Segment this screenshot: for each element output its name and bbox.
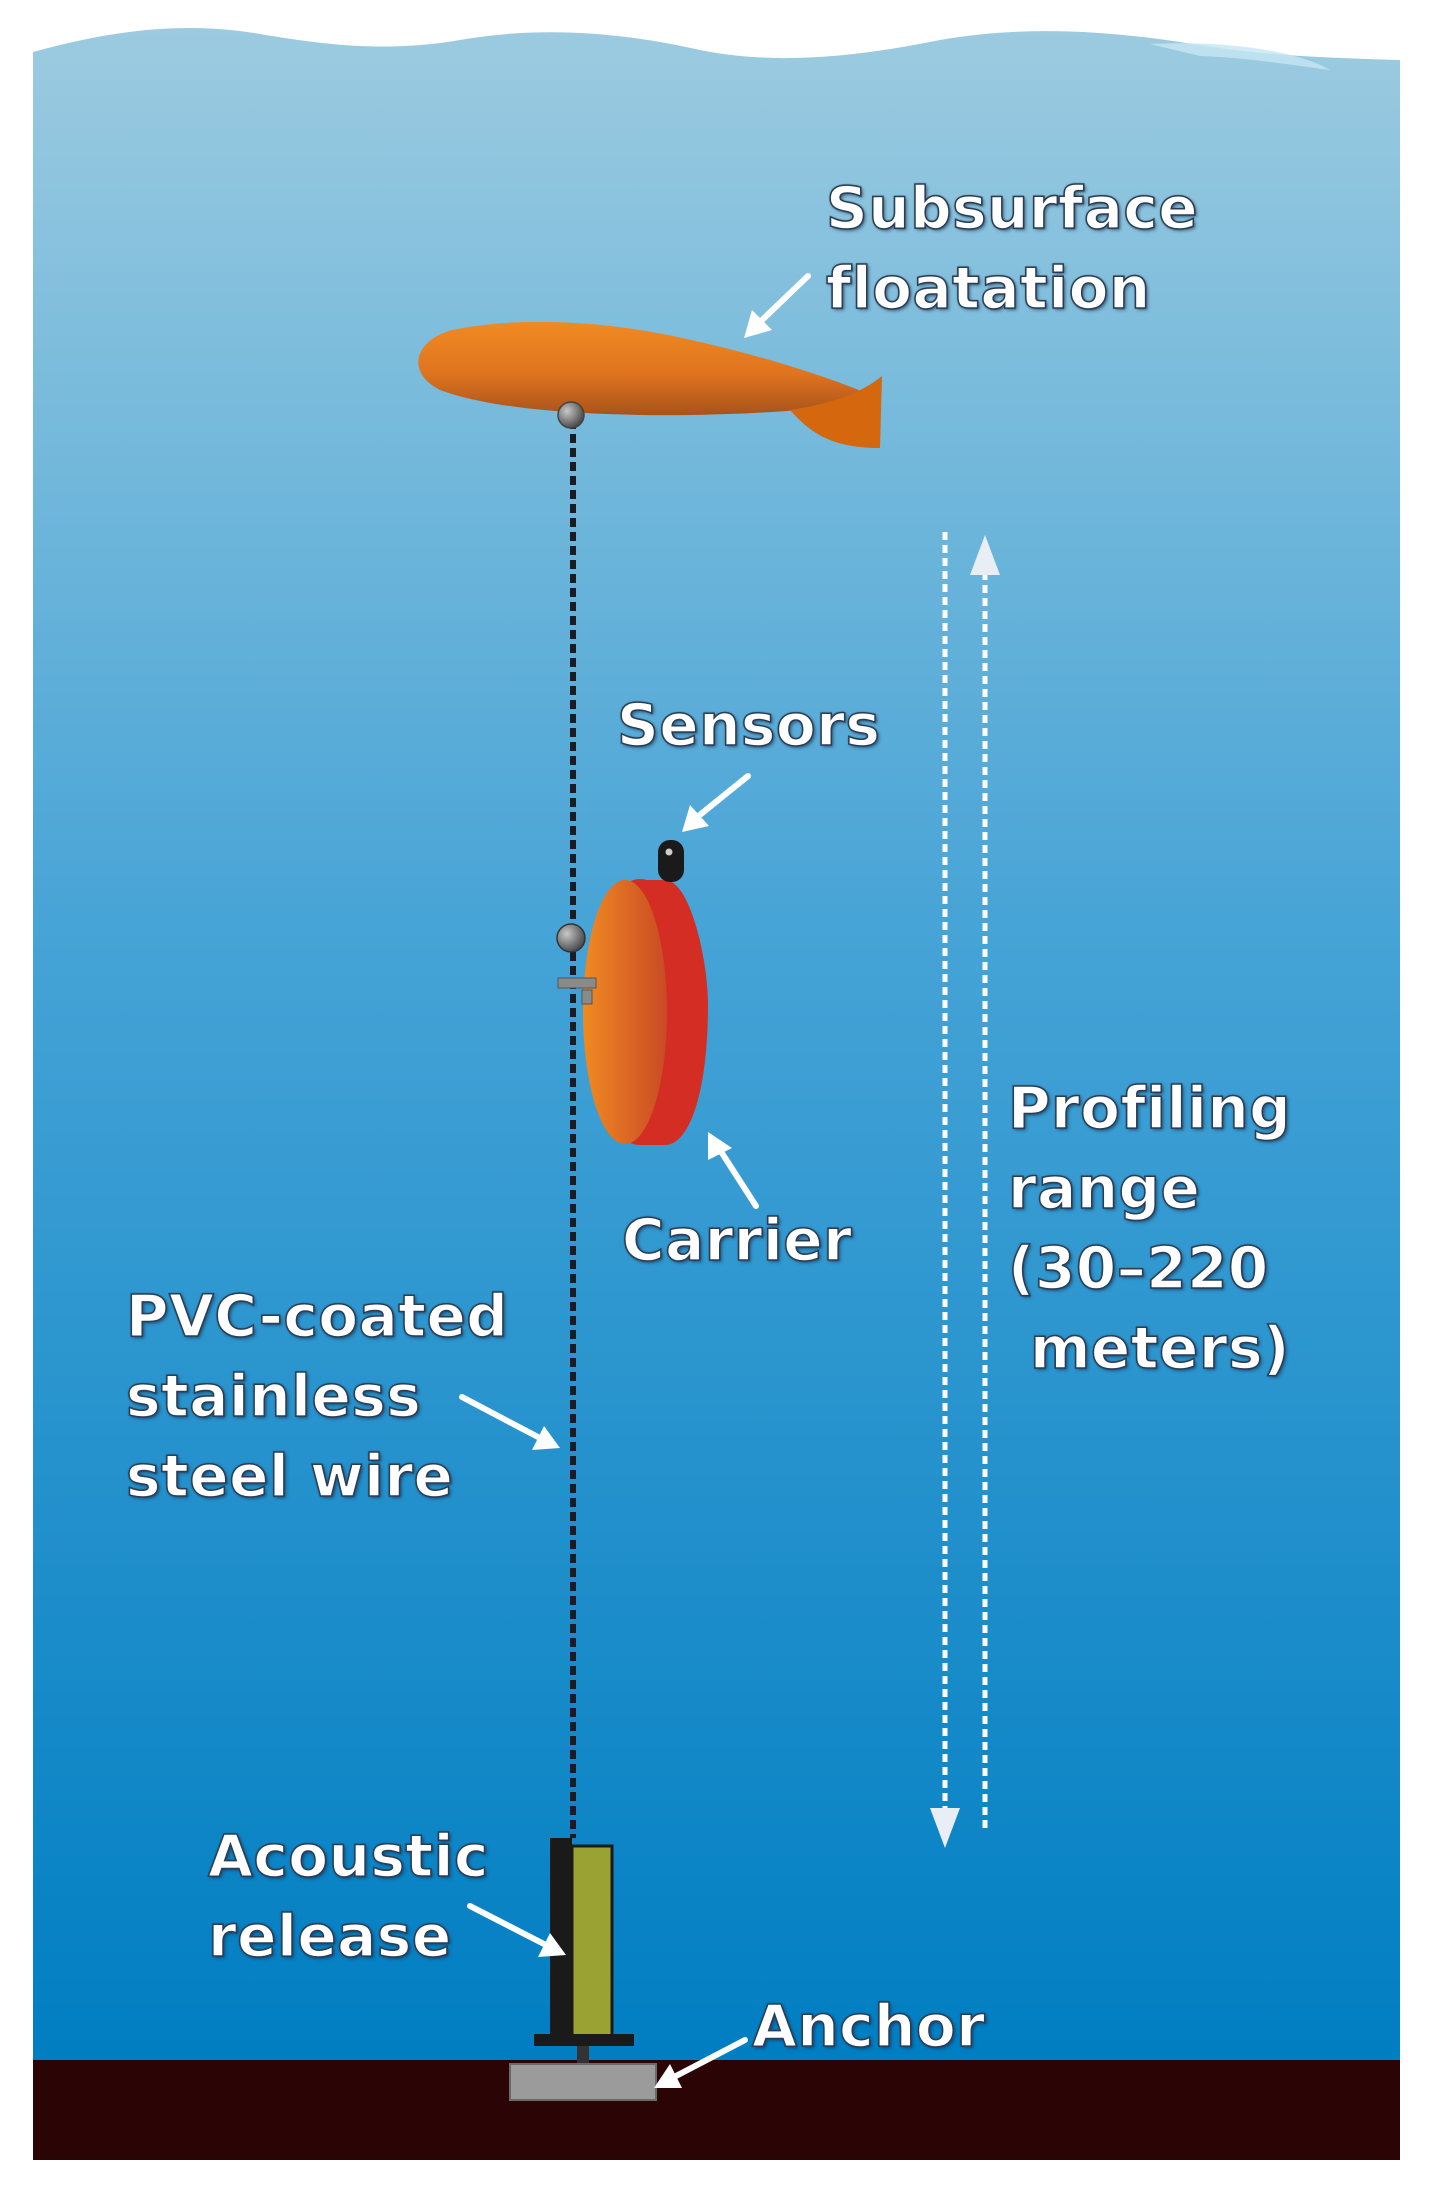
wire-callout-arrow xyxy=(459,1394,560,1450)
surface-ripple xyxy=(1150,43,1330,70)
label-profiling-range: Profiling range (30–220 meters) xyxy=(1007,1068,1292,1388)
label-anchor: Anchor xyxy=(751,1986,986,2066)
label-line: floatation xyxy=(825,253,1151,323)
label-line: Subsurface xyxy=(825,173,1199,243)
label-acoustic-release: Acoustic release xyxy=(207,1816,489,1976)
release-callout-arrow xyxy=(467,1903,566,1957)
label-wire: PVC-coated stainless steel wire xyxy=(125,1276,509,1516)
sensors-callout-arrow xyxy=(682,773,751,832)
carrier-callout-arrow xyxy=(708,1132,759,1209)
anchor-callout-arrow xyxy=(654,2037,748,2088)
label-line: (30–220 xyxy=(1007,1233,1269,1303)
label-carrier: Carrier xyxy=(621,1200,853,1280)
carrier-roller xyxy=(556,923,586,953)
acoustic-release xyxy=(534,1838,634,2064)
label-line: Carrier xyxy=(621,1205,853,1275)
label-line: meters) xyxy=(1029,1313,1290,1383)
label-sensors: Sensors xyxy=(616,685,881,765)
label-line: Anchor xyxy=(751,1991,986,2061)
label-line: steel wire xyxy=(125,1441,454,1511)
profiling-range-arrows xyxy=(930,532,1000,1848)
sensors-housing xyxy=(658,840,684,882)
subsurface-float xyxy=(418,321,882,448)
label-line: Profiling xyxy=(1007,1073,1292,1143)
label-line: range xyxy=(1007,1153,1201,1223)
float-shackle xyxy=(557,401,585,429)
label-line: release xyxy=(207,1901,452,1971)
carrier-clamp xyxy=(557,977,597,1005)
label-line: PVC-coated xyxy=(125,1281,509,1351)
label-line: Acoustic xyxy=(207,1821,489,1891)
label-line: stainless xyxy=(125,1361,422,1431)
anchor-block xyxy=(509,2063,657,2101)
label-subsurface-floatation: Subsurface floatation xyxy=(825,168,1199,328)
floatation-callout-arrow xyxy=(744,273,811,338)
label-line: Sensors xyxy=(616,690,881,760)
carrier-body xyxy=(583,879,708,1145)
seafloor xyxy=(33,2060,1400,2160)
water-column xyxy=(33,28,1400,2060)
